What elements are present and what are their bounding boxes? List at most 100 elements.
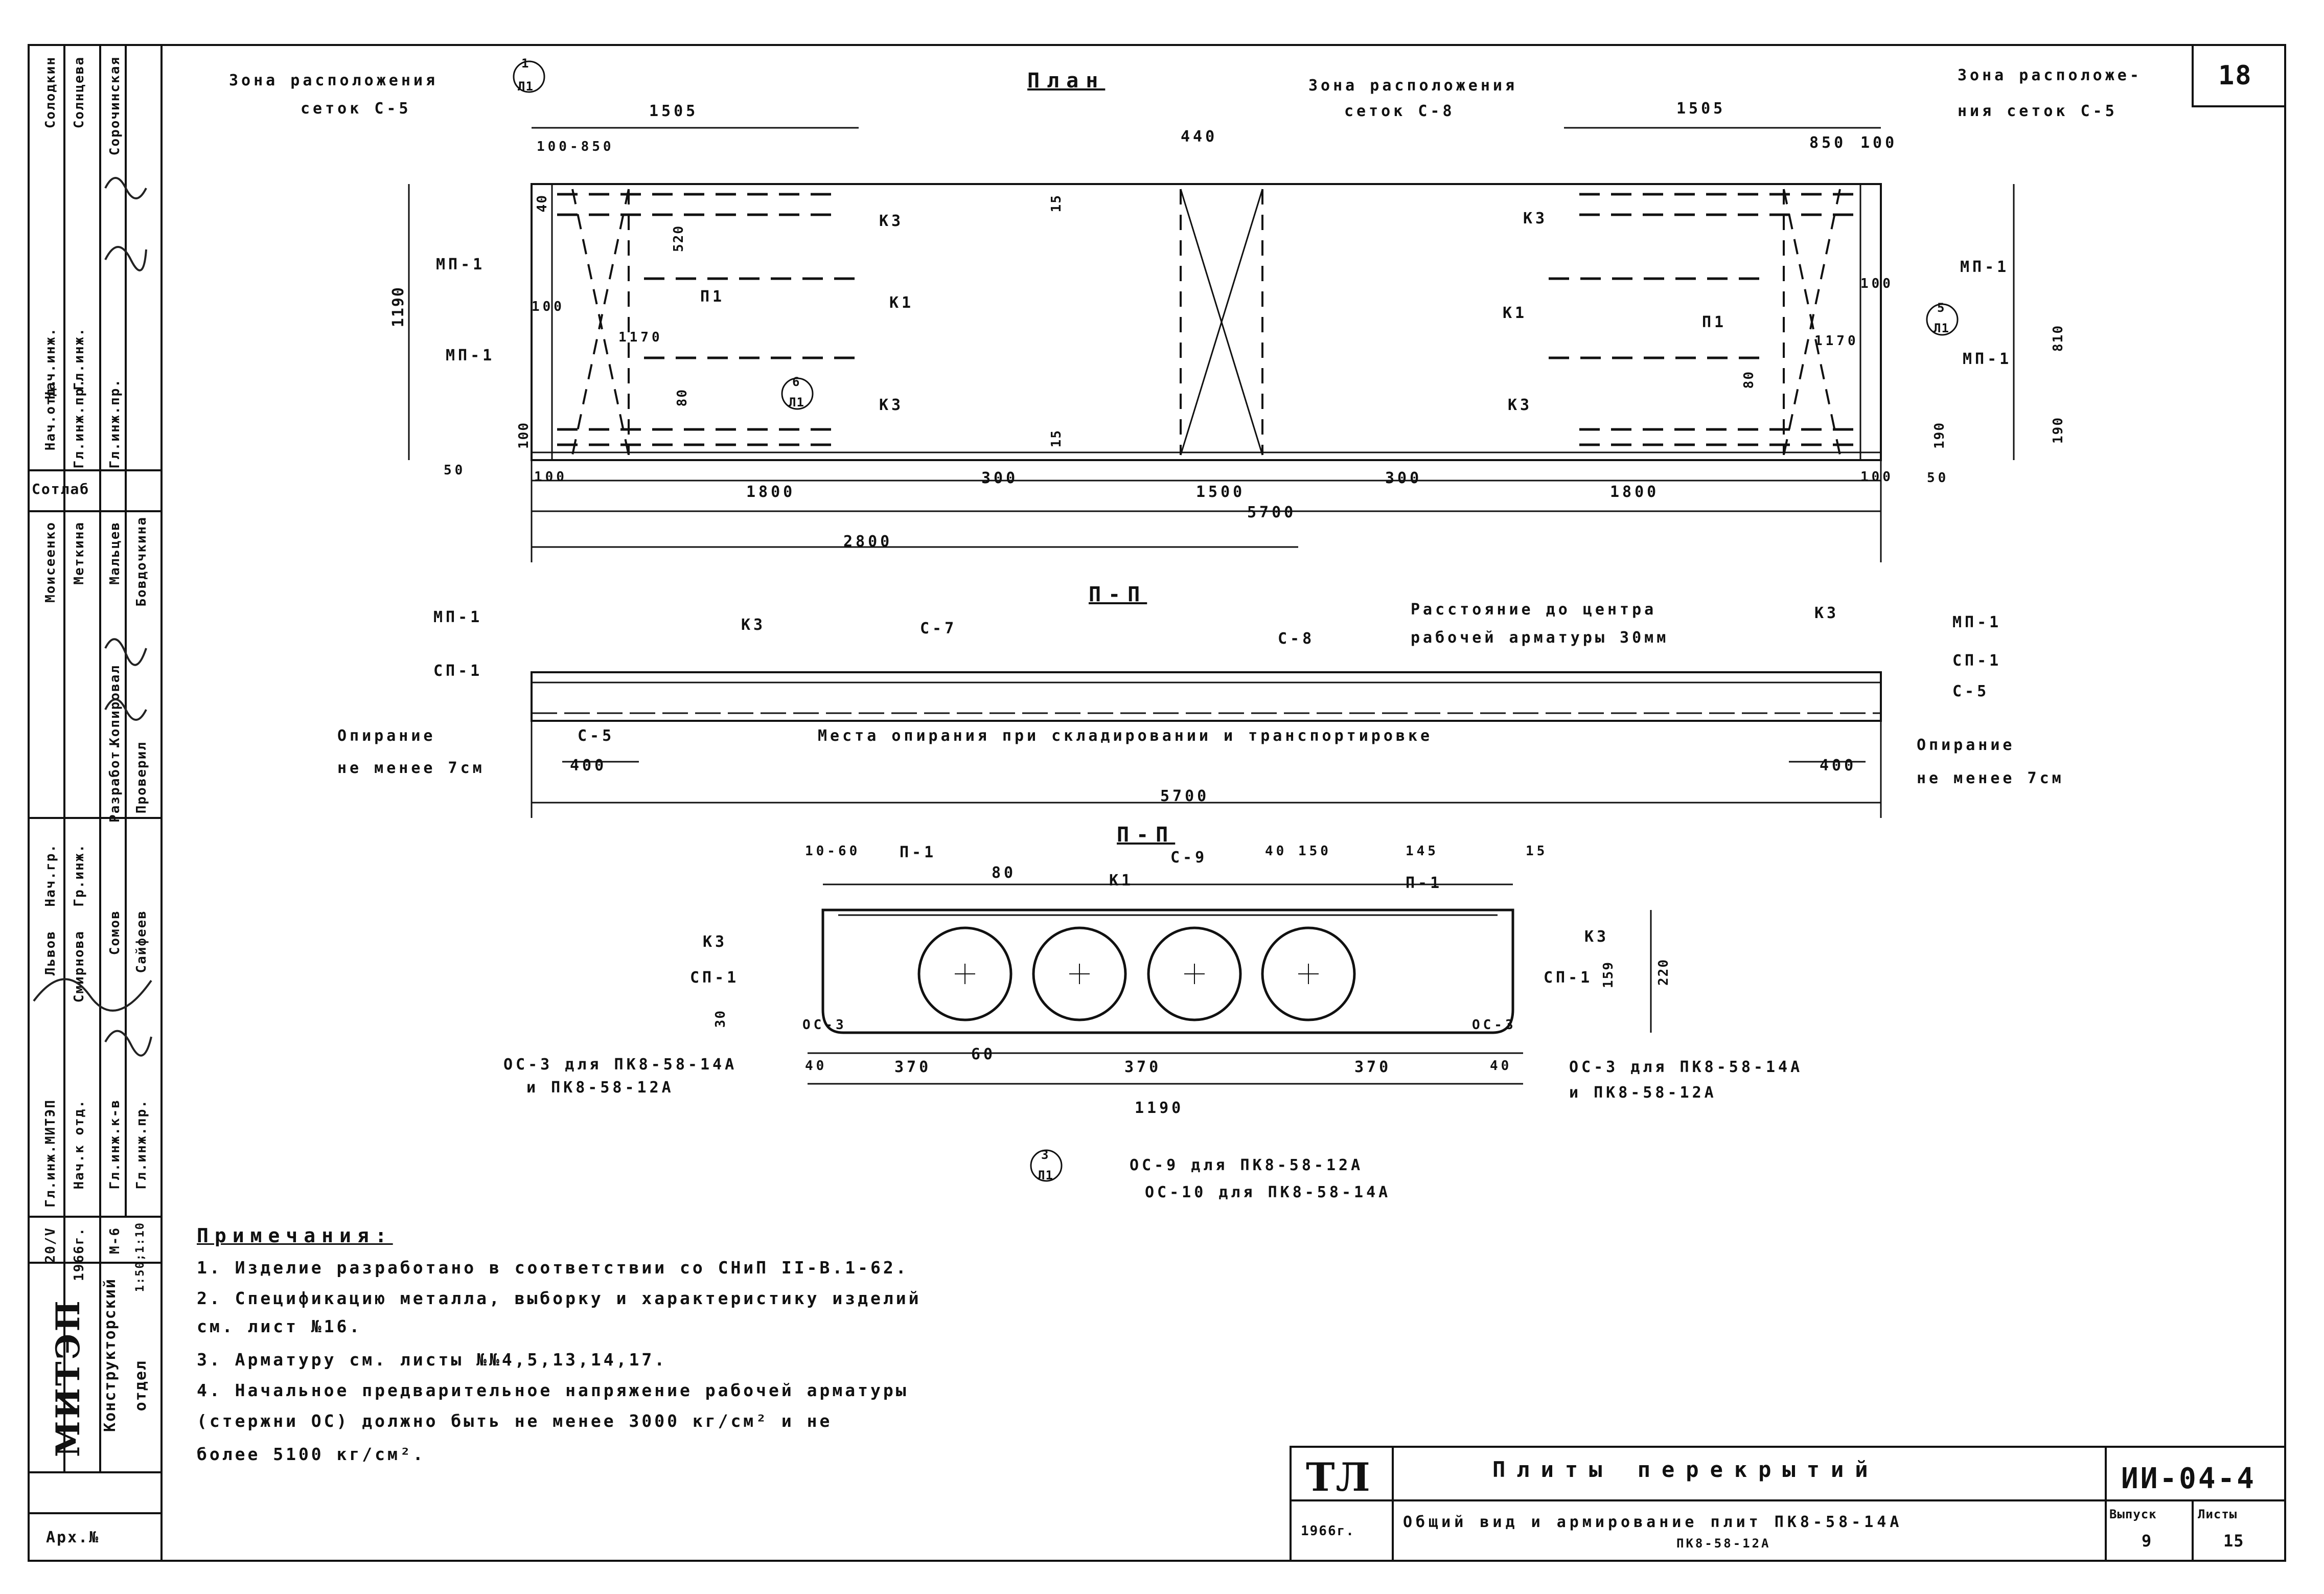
elevation-view	[531, 671, 1882, 818]
sec-dim-30: 30	[713, 1010, 728, 1028]
dim-300-left: 300	[981, 469, 1019, 487]
callout-bottom-line1: ОС-9 для ПК8-58-12А	[1130, 1156, 1364, 1174]
elev-dim-400-right: 400	[1820, 757, 1857, 775]
sec-dim-370-b: 370	[1124, 1058, 1162, 1076]
dim-1505-right: 1505	[1676, 100, 1726, 118]
label-mp1-d: МП-1	[1963, 350, 2012, 368]
section-mark-top-sheet: Л1	[518, 79, 534, 94]
label-p1-a: П1	[700, 288, 725, 306]
title-subtitle-1: Общий вид и армирование плит ПК8-58-14А	[1403, 1513, 1903, 1531]
zone-right-line2: ния сеток С-5	[1958, 102, 2118, 120]
title-main: Плиты перекрытий	[1492, 1457, 1879, 1482]
dim-40-left: 40	[535, 194, 550, 213]
section-outline	[821, 908, 1514, 1034]
section-mark-right-sheet: Л1	[1934, 321, 1949, 335]
title-sheet-label: Листы	[2198, 1507, 2238, 1521]
dim-80-left: 80	[675, 389, 690, 407]
zone-left-line2: сеток С-5	[301, 100, 411, 118]
elev-mark-c5-left: С-5	[578, 727, 615, 745]
support-right-line2: не менее 7см	[1917, 769, 2064, 787]
sec-dim-80: 80	[992, 864, 1017, 882]
dim-190-inner: 190	[1932, 422, 1947, 449]
elev-note-line2: рабочей арматуры 30мм	[1411, 629, 1669, 647]
dim-1800-right: 1800	[1610, 483, 1660, 501]
section-mark-right-num: 5	[1937, 301, 1945, 315]
signature-4	[104, 698, 147, 721]
callout-right-line2: и ПК8-58-12А	[1569, 1084, 1717, 1102]
dim-100-850: 100-850	[537, 139, 614, 154]
dim-80-right: 80	[1741, 371, 1757, 389]
sec-dim-1190: 1190	[1135, 1099, 1184, 1117]
plan-outline	[531, 183, 1882, 461]
void-1	[917, 926, 1013, 1021]
zone-left-line1: Зона расположения	[229, 72, 439, 89]
elev-mark-c5-right: С-5	[1952, 682, 1990, 700]
elev-support-text: Места опирания при складировании и транс…	[818, 727, 1433, 745]
note-line-2: 2. Спецификацию металла, выборку и харак…	[197, 1288, 922, 1308]
plan-view	[408, 60, 2015, 562]
note-line-4: 3. Арматуру см. листы №№4,5,13,14,17.	[197, 1350, 668, 1370]
dim-100-bottom-right: 100	[1860, 469, 1894, 485]
dim-15-b: 15	[1049, 429, 1064, 448]
section-title: П-П	[1117, 823, 1176, 847]
label-p1-b: П1	[1702, 313, 1727, 331]
title-issue-label: Выпуск	[2109, 1507, 2157, 1521]
signature-5	[33, 978, 152, 1012]
strip-arch: Арх.№	[46, 1529, 100, 1546]
label-k1-b: К1	[1503, 304, 1528, 322]
elev-dim-5700: 5700	[1160, 787, 1210, 805]
title-year: 1966г.	[1301, 1523, 1355, 1539]
signature-1	[104, 177, 147, 199]
title-subtitle-2: ПК8-58-12А	[1676, 1536, 1771, 1551]
dim-850: 850	[1809, 134, 1847, 152]
dim-1190-plan: 1190	[389, 286, 407, 328]
elev-mark-sp1-left: СП-1	[433, 662, 483, 680]
sec-mark-sheet: Л1	[1038, 1168, 1053, 1182]
note-line-1: 1. Изделие разработано в соответствии со…	[197, 1258, 909, 1278]
sec-label-oc3-right: ОС-3	[1472, 1017, 1516, 1033]
sheet-number: 18	[2218, 60, 2252, 91]
label-k3-a: К3	[879, 212, 904, 230]
callout-left-line2: и ПК8-58-12А	[526, 1079, 674, 1097]
dim-190-right: 190	[2051, 417, 2066, 444]
label-k3-d: К3	[1508, 396, 1533, 414]
sec-dim-145: 145	[1406, 844, 1439, 859]
elevation-outline	[531, 671, 1882, 722]
sec-label-p1-right: П-1	[1406, 874, 1443, 892]
elev-mark-mp1-left: МП-1	[433, 608, 483, 626]
sec-dim-60: 60	[971, 1045, 996, 1063]
zone-right-line1: Зона расположе-	[1958, 66, 2142, 84]
signature-3	[104, 638, 147, 666]
cross-section-view	[808, 883, 1652, 1182]
dim-100-left-low: 100	[516, 422, 532, 449]
note-line-7: более 5100 кг/см².	[197, 1444, 426, 1464]
sec-label-k1: К1	[1109, 872, 1134, 890]
elevation-title: П-П	[1089, 583, 1147, 606]
elev-mark-mp1-right: МП-1	[1952, 613, 2002, 631]
signature-6	[104, 1030, 152, 1057]
strip-name-9: Сотлаб	[32, 481, 90, 497]
note-line-5: 4. Начальное предварительное напряжение …	[197, 1380, 909, 1400]
dim-1170-left: 1170	[618, 330, 663, 345]
sec-label-oc3-left: ОС-3	[802, 1017, 847, 1033]
elev-note-line1: Расстояние до центра	[1411, 601, 1657, 619]
elev-mark-k3-right: К3	[1814, 604, 1839, 622]
plan-title: План	[1027, 69, 1106, 93]
title-series: ИИ-04-4	[2121, 1462, 2257, 1495]
notes-title: Примечания:	[197, 1224, 393, 1247]
support-left-line2: не менее 7см	[337, 759, 485, 777]
label-k3-c: К3	[879, 396, 904, 414]
title-org-code: ТЛ	[1306, 1454, 1371, 1500]
label-k1-a: К1	[889, 294, 914, 312]
support-right-line1: Опирание	[1917, 736, 2015, 754]
title-issue: 9	[2142, 1531, 2152, 1551]
dim-100-side-right: 100	[1860, 276, 1894, 291]
signature-2	[104, 246, 147, 271]
title-sheet: 15	[2223, 1531, 2244, 1551]
dim-1800-left: 1800	[746, 483, 796, 501]
section-mark-left-sheet: Л1	[789, 395, 804, 409]
callout-bottom-line2: ОС-10 для ПК8-58-14А	[1145, 1183, 1391, 1201]
sec-dim-150: 150	[1298, 844, 1331, 859]
outer-frame	[28, 44, 2286, 1562]
dim-2800: 2800	[843, 533, 893, 551]
